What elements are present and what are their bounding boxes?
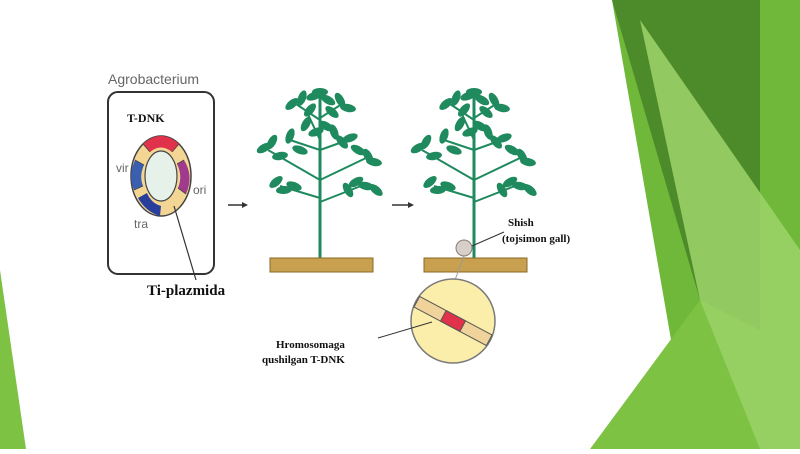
- plasmid-segment-vir: [131, 160, 144, 190]
- plant-untreated: [256, 88, 383, 258]
- plant-leaf: [329, 124, 339, 140]
- plant-branch: [443, 139, 475, 151]
- plant-branch: [473, 183, 521, 203]
- ti-plasmid: [130, 135, 192, 217]
- plant-leaf: [488, 92, 500, 108]
- plant-leaf: [266, 134, 278, 150]
- zoom-connector: [454, 255, 465, 281]
- plasmid-hole: [144, 150, 178, 202]
- plant-leaf: [504, 144, 520, 156]
- plant-leaf: [502, 176, 518, 188]
- plant-leaf: [292, 145, 308, 155]
- vir-label: vir: [116, 161, 129, 175]
- plant-leaf: [439, 98, 453, 110]
- plant-leaf: [462, 127, 478, 137]
- plant-leaf: [348, 176, 364, 188]
- tojsimon-gall-label: (tojsimon gall): [502, 233, 571, 245]
- arrow-1: [228, 202, 248, 208]
- plant-leaf: [336, 135, 348, 149]
- ti-plazmida-label: Ti-plazmida: [147, 283, 226, 299]
- plant-leaf: [312, 88, 328, 96]
- plant-leaf: [483, 124, 493, 140]
- plasmid-segment-divider: [171, 143, 180, 153]
- plant-leaf: [300, 116, 312, 132]
- plant-leaf: [523, 184, 537, 196]
- plant-leaf: [458, 103, 470, 117]
- integrated-tdna: [439, 309, 467, 333]
- plant-leaf: [320, 94, 336, 106]
- plant-leaf: [494, 103, 510, 113]
- plant-leaf: [369, 184, 383, 196]
- hromosoma-leader: [377, 321, 433, 339]
- agrobacterium-label: Agrobacterium: [108, 71, 200, 87]
- plant-leaf: [479, 106, 493, 118]
- green-shape-light: [640, 20, 800, 449]
- plant-leaf: [490, 135, 502, 149]
- green-shape-bottom: [590, 300, 760, 449]
- plant-leaf: [496, 133, 512, 143]
- plant-leaf: [304, 103, 316, 117]
- plant-leaf: [342, 133, 358, 143]
- plant-leaf: [440, 181, 456, 191]
- plant-leaf: [286, 181, 302, 191]
- ori-label: ori: [193, 183, 207, 197]
- plasmid-segment-tra: [138, 193, 161, 216]
- plasmid-segment-tdna: [143, 136, 179, 152]
- plant-leaf: [420, 134, 432, 150]
- plasmid-segment-divider: [142, 143, 151, 153]
- soil-2: [423, 257, 528, 273]
- hromosomaga-label: Hromosomaga: [276, 339, 345, 351]
- tdnk-label: T-DNK: [127, 111, 165, 125]
- green-shape-left-edge: [0, 270, 26, 449]
- plant-branch: [473, 157, 521, 181]
- plant-branch: [319, 183, 367, 203]
- plasmid-segment-divider: [176, 159, 185, 165]
- plant-leaf: [451, 90, 461, 106]
- plant-leaf: [366, 157, 382, 167]
- plant-leaf: [285, 128, 295, 144]
- plant-leaf: [439, 128, 449, 144]
- soil-1: [269, 257, 374, 273]
- plant-leaf: [496, 182, 508, 198]
- plant-leaf: [340, 103, 356, 113]
- chromosome-strand: [413, 295, 493, 347]
- plant-leaf: [297, 90, 307, 106]
- plasmid-segment-ori: [177, 160, 190, 194]
- plant-leaf: [446, 145, 462, 155]
- plant-leaf: [474, 94, 490, 106]
- crown-gall: [455, 239, 473, 257]
- plant-leaf: [325, 106, 339, 118]
- ti-plazmida-leader: [173, 205, 197, 281]
- plant-leaf: [426, 151, 442, 161]
- arrow-2: [392, 202, 414, 208]
- plant-branch: [289, 139, 321, 151]
- plant-leaf: [350, 144, 366, 156]
- plant-infected: [410, 88, 537, 258]
- plant-leaf: [466, 88, 482, 96]
- plant-leaf: [272, 151, 288, 161]
- plasmid-segment-divider: [177, 187, 187, 195]
- plant-leaf: [285, 98, 299, 110]
- plant-leaf: [308, 127, 324, 137]
- plant-leaf: [269, 176, 283, 188]
- plasmid-segment-divider: [133, 185, 144, 191]
- gall-leader: [471, 231, 505, 247]
- plant-leaf: [430, 185, 446, 195]
- plant-leaf: [276, 185, 292, 195]
- qushilgan-tdnk-label: qushilgan T-DNK: [262, 354, 345, 366]
- plant-leaf: [454, 116, 466, 132]
- plasmid-segment-divider: [134, 159, 145, 166]
- tra-label: tra: [134, 217, 149, 231]
- plant-leaf: [334, 92, 346, 108]
- plant-leaf: [520, 157, 536, 167]
- shish-label: Shish: [508, 217, 534, 229]
- plant-leaf: [342, 182, 354, 198]
- plant-branch: [319, 157, 367, 181]
- plant-leaf: [423, 176, 437, 188]
